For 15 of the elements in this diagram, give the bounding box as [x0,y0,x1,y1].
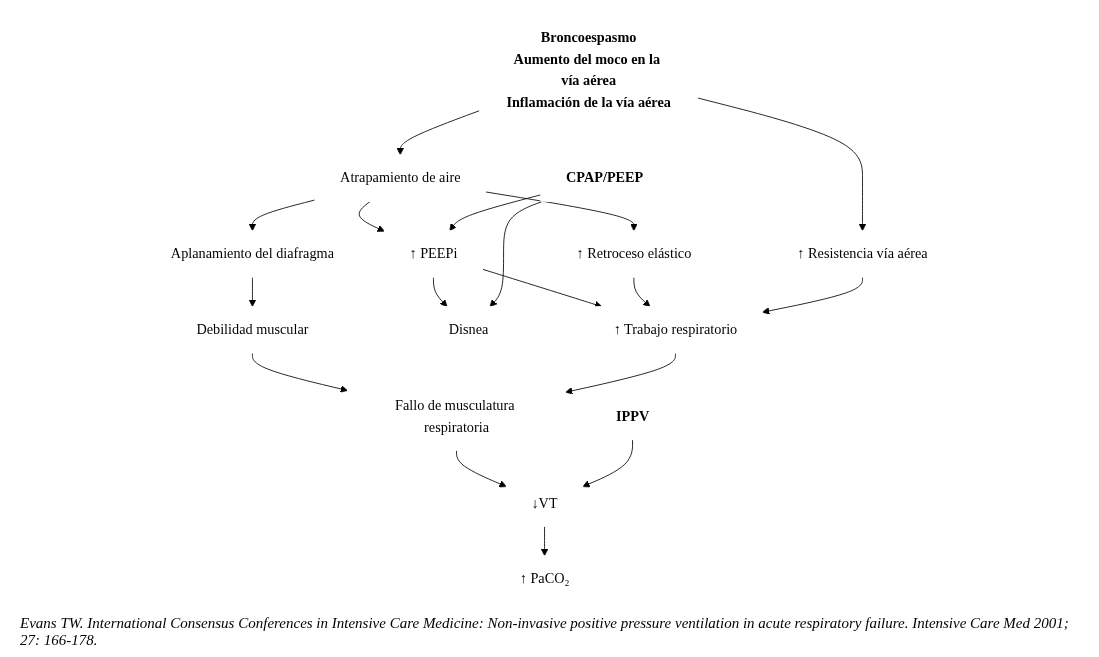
node-text: ↑ Trabajo respiratorio [613,321,738,338]
node-text: ↑ PaCO₂ [519,570,570,587]
node-text: ↑ Resistencia vía aérea [797,245,928,262]
node-text: Fallo de musculatura respiratoria [395,397,515,435]
node-text: IPPV [616,408,650,425]
node-text: Debilidad muscular [196,321,309,338]
citation-caption: Evans TW. International Consensus Conferences in Intensive Care Medicine: Non-invasive positive pressure ventilation in acute respiratory failure. Intensive Care Med 2001; 27: 166-178. [20,615,1070,649]
node-text: ↑ PEEPi [409,245,458,262]
node-text: Broncoespasmo Aumento del moco en la vía aérea Inflamación de la vía aérea [506,29,672,110]
node-text: ↓VT [531,494,558,511]
node-text: ↑ Retroceso elástico [576,245,692,262]
node-text: Disnea [448,321,489,338]
node-text: Aplanamiento del diafragma [171,245,335,262]
node-text: CPAP/PEEP [566,169,644,186]
node-text: Atrapamiento de aire [340,169,461,186]
